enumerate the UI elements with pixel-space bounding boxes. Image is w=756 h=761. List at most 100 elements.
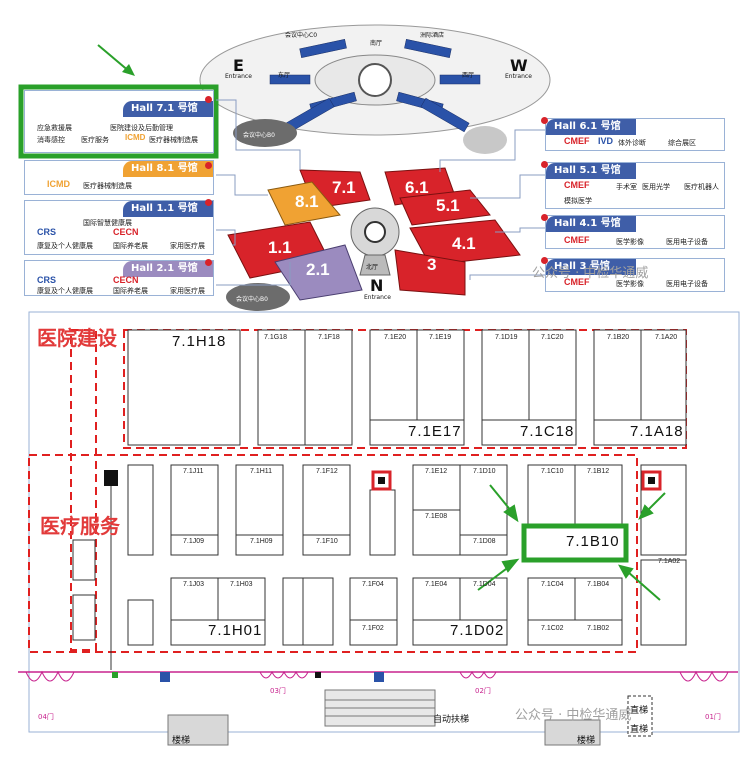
booth-7-1h09[interactable]: 7.1H09 <box>250 538 273 545</box>
booth-7-1c10[interactable]: 7.1C10 <box>541 468 564 475</box>
booth-7-1f18[interactable]: 7.1F18 <box>318 334 340 341</box>
booth-7-1d02[interactable]: 7.1D02 <box>450 622 505 639</box>
booth-7-1j03[interactable]: 7.1J03 <box>183 581 205 588</box>
booth-7-1h01[interactable]: 7.1H01 <box>208 622 263 639</box>
smart-health-label: 国际智慧健康展 <box>83 219 132 227</box>
home-medical-label-1-1: 家用医疗展 <box>170 242 205 250</box>
medical-imaging-label-4-1: 医学影像 <box>616 238 644 246</box>
c0-label: 会议中心C0 <box>285 32 318 39</box>
hall-8-1-card: Hall 8.1 号馆 ICMD 医疗器械制造展 <box>24 160 214 195</box>
hall-6-1-title: Hall 6.1 号馆 <box>546 119 636 135</box>
rehab-label-1-1: 康复及个人健康展 <box>37 242 93 250</box>
hall-3-title: Hall 3 号馆 <box>546 259 636 275</box>
medical-robot-label: 医疗机器人 <box>684 183 719 191</box>
booth-7-1h03[interactable]: 7.1H03 <box>230 581 253 588</box>
booth-7-1a02[interactable]: 7.1A02 <box>658 558 681 565</box>
booth-7-1c02[interactable]: 7.1C02 <box>541 625 564 632</box>
cecn-logo-2-1: CECN <box>113 275 139 285</box>
direction-east: E <box>233 56 244 75</box>
booth-7-1c04[interactable]: 7.1C04 <box>541 581 564 588</box>
north-entrance-label: Entrance <box>364 294 391 301</box>
door-04-label: 04门 <box>38 713 54 721</box>
booth-7-1d04[interactable]: 7.1D04 <box>473 581 496 588</box>
booth-7-1e20[interactable]: 7.1E20 <box>384 334 407 341</box>
stairs-right-label: 楼梯 <box>577 736 596 746</box>
booth-7-1e19[interactable]: 7.1E19 <box>429 334 452 341</box>
booth-7-1e08[interactable]: 7.1E08 <box>425 513 448 520</box>
direction-west: W <box>510 56 528 75</box>
booth-7-1h11[interactable]: 7.1H11 <box>250 468 273 475</box>
crs-logo-2-1: CRS <box>37 275 57 285</box>
direction-north: N <box>370 276 384 295</box>
booth-7-1b12[interactable]: 7.1B12 <box>587 468 610 475</box>
hall-2-1-card: Hall 2.1 号馆 CRS 康复及个人健康展 CECN 国际养老展 家用医疗… <box>24 260 214 296</box>
hall-6-1-dot <box>541 117 548 124</box>
hall-7-1-number: 7.1 <box>332 178 356 197</box>
booth-7-1h18[interactable]: 7.1H18 <box>172 333 227 350</box>
icmd-logo-8-1: ICMD <box>47 179 70 189</box>
booth-7-1b02[interactable]: 7.1B02 <box>587 625 610 632</box>
booth-7-1b04[interactable]: 7.1B04 <box>587 581 610 588</box>
hall-2-1-dot <box>205 259 212 266</box>
booth-7-1a18[interactable]: 7.1A18 <box>630 423 684 440</box>
hotel-label: 洲际酒店 <box>420 32 445 39</box>
elderly-care-label-2-1: 国际养老展 <box>113 287 148 295</box>
hall-4-1-card: Hall 4.1 号馆 CMEF 医学影像 医用电子设备 <box>545 215 725 249</box>
booth-7-1f10[interactable]: 7.1F10 <box>316 538 338 545</box>
booth-7-1c18[interactable]: 7.1C18 <box>520 423 575 440</box>
home-medical-label-2-1: 家用医疗展 <box>170 287 205 295</box>
hall-6-1-card: Hall 6.1 号馆 CMEF IVD 体外诊断 综合展区 <box>545 118 725 151</box>
hall-2-1-title: Hall 2.1 号馆 <box>123 261 213 277</box>
booth-7-1b20[interactable]: 7.1B20 <box>607 334 630 341</box>
booth-7-1e12[interactable]: 7.1E12 <box>425 468 448 475</box>
escalator-label: 自动扶梯 <box>433 715 470 725</box>
booth-7-1c20[interactable]: 7.1C20 <box>541 334 564 341</box>
simulation-medicine-label: 模拟医学 <box>564 197 592 205</box>
device-manufacturing-8-1-label: 医疗器械制造展 <box>83 182 132 190</box>
south-lobby-label: 南厅 <box>370 40 383 47</box>
hall-1-1-dot <box>205 199 212 206</box>
b0-bottom-label: 会议中心B0 <box>236 296 268 303</box>
booth-7-1d10[interactable]: 7.1D10 <box>473 468 496 475</box>
east-lobby-label: 东厅 <box>278 72 291 79</box>
booth-7-1d19[interactable]: 7.1D19 <box>495 334 518 341</box>
booth-7-1e04[interactable]: 7.1E04 <box>425 581 448 588</box>
booth-7-1f02[interactable]: 7.1F02 <box>362 625 384 632</box>
medical-optics-label: 医用光学 <box>642 183 670 191</box>
booth-7-1a20[interactable]: 7.1A20 <box>655 334 678 341</box>
booth-7-1f04[interactable]: 7.1F04 <box>362 581 384 588</box>
hall-4-1-number: 4.1 <box>452 234 476 253</box>
hall-3-dot <box>541 257 548 264</box>
cmef-logo-3: CMEF <box>564 277 590 287</box>
booth-7-1g18[interactable]: 7.1G18 <box>264 334 287 341</box>
booth-7-1j09[interactable]: 7.1J09 <box>183 538 205 545</box>
hall-5-1-number: 5.1 <box>436 196 460 215</box>
booth-7-1b10-highlighted[interactable]: 7.1B10 <box>566 533 620 550</box>
door-02-label: 02门 <box>475 687 491 695</box>
booth-7-1d08[interactable]: 7.1D08 <box>473 538 496 545</box>
hall-3-card: Hall 3 号馆 CMEF 医学影像 医用电子设备 <box>545 258 725 292</box>
medical-imaging-label-3: 医学影像 <box>616 280 644 288</box>
hall-7-1-title: Hall 7.1 号馆 <box>123 101 213 117</box>
hall-1-1-card: Hall 1.1 号馆 国际智慧健康展 CRS 康复及个人健康展 CECN 国际… <box>24 200 214 255</box>
booth-7-1e17[interactable]: 7.1E17 <box>408 423 462 440</box>
booth-7-1f12[interactable]: 7.1F12 <box>316 468 338 475</box>
hall-8-1-title: Hall 8.1 号馆 <box>123 161 213 177</box>
hall-5-1-title: Hall 5.1 号馆 <box>546 163 636 179</box>
crs-logo-1-1: CRS <box>37 227 57 237</box>
icmd-logo: ICMD <box>125 133 146 142</box>
west-lobby-label: 西厅 <box>462 72 475 79</box>
hall-5-1-dot <box>541 161 548 168</box>
booth-7-1j11[interactable]: 7.1J11 <box>183 468 204 475</box>
cmef-logo-6-1: CMEF <box>564 136 590 146</box>
ivd-logo: IVD <box>598 136 614 146</box>
watermark-top: 公众号 · 中检华通威 <box>532 266 649 281</box>
hall-7-1-dot <box>205 96 212 103</box>
watermark-bottom: 公众号 · 中检华通威 <box>515 708 632 723</box>
hall-2-1-number: 2.1 <box>306 260 330 279</box>
elderly-care-label-1-1: 国际养老展 <box>113 242 148 250</box>
hall-3-number: 3 <box>427 255 437 274</box>
cecn-logo-1-1: CECN <box>113 227 139 237</box>
general-area-label: 综合展区 <box>668 139 696 147</box>
zone-hospital-construction: 医院建设 <box>37 326 117 350</box>
